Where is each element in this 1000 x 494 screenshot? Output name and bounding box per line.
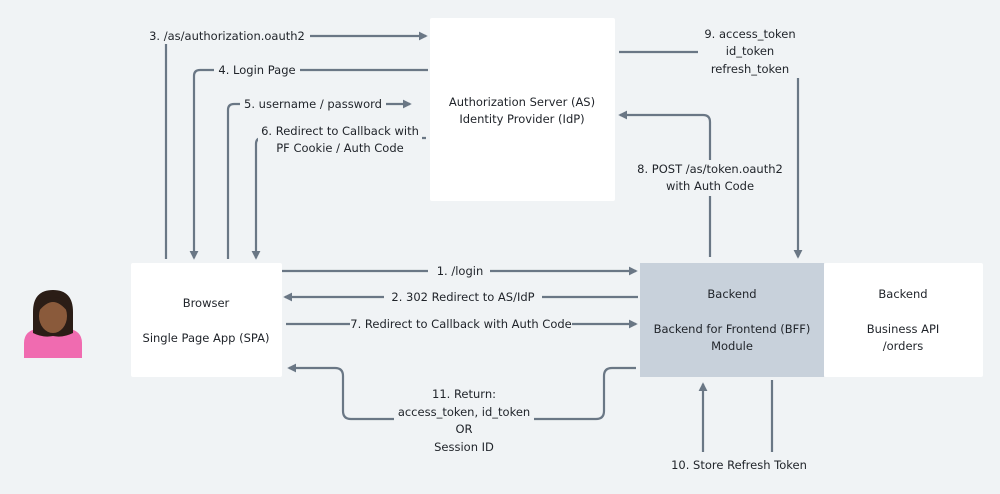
business-api-box	[824, 263, 983, 377]
person-icon	[24, 290, 82, 358]
label-step-8-line1: 8. POST /as/token.oauth2	[637, 162, 783, 176]
label-step-11-line3: OR	[455, 422, 472, 436]
label-step-9-line1: 9. access_token	[704, 27, 795, 41]
label-step-11-line4: Session ID	[434, 440, 494, 454]
arrow-step-4	[189, 68, 428, 260]
label-step-11-line1: 11. Return:	[432, 387, 496, 401]
label-step-6-line2: PF Cookie / Auth Code	[276, 141, 403, 155]
browser-subtitle: Single Page App (SPA)	[143, 331, 270, 345]
auth-server-box	[430, 18, 615, 201]
auth-server-line2: Identity Provider (IdP)	[459, 112, 584, 126]
arrow-step-8	[618, 110, 712, 257]
label-step-2: 2. 302 Redirect to AS/IdP	[391, 290, 534, 304]
label-step-5: 5. username / password	[244, 97, 382, 111]
auth-server-line1: Authorization Server (AS)	[449, 95, 595, 109]
browser-box	[131, 263, 282, 377]
business-api-line1: Business API	[867, 322, 940, 336]
arrow-step-9	[619, 50, 803, 259]
label-step-4: 4. Login Page	[218, 63, 295, 77]
label-step-11-line2: access_token, id_token	[398, 405, 530, 419]
business-api-title: Backend	[878, 287, 927, 301]
label-step-1: 1. /login	[437, 264, 484, 278]
label-step-6-line1: 6. Redirect to Callback with	[261, 124, 419, 138]
browser-title: Browser	[183, 296, 230, 310]
label-step-8-line2: with Auth Code	[666, 179, 754, 193]
label-step-10: 10. Store Refresh Token	[671, 458, 807, 472]
bff-line1: Backend for Frontend (BFF)	[654, 322, 811, 336]
label-step-3: 3. /as/authorization.oauth2	[149, 29, 305, 43]
business-api-line2: /orders	[883, 339, 924, 353]
bff-line2: Module	[711, 339, 753, 353]
bff-title: Backend	[707, 287, 756, 301]
label-step-9-line2: id_token	[726, 44, 774, 58]
bff-box	[640, 263, 824, 377]
label-step-7: 7. Redirect to Callback with Auth Code	[350, 317, 571, 331]
label-step-9-line3: refresh_token	[711, 62, 789, 76]
arrow-step-5	[226, 99, 412, 259]
